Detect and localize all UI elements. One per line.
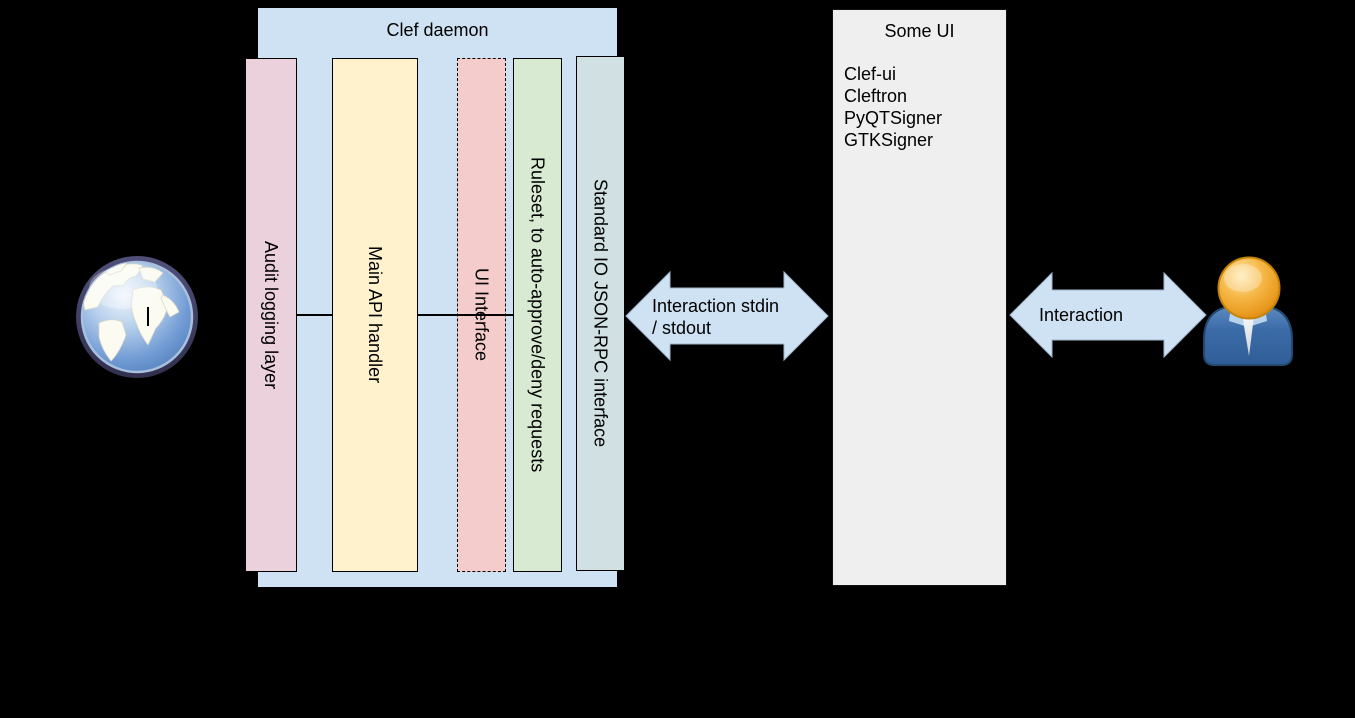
component-label: Main API handler <box>365 246 385 384</box>
stdio-interaction-arrow-label: Interaction stdin / stdout <box>652 295 779 339</box>
list-item: Clef-ui <box>844 64 897 84</box>
person-icon <box>1203 256 1293 366</box>
component-label: Standard IO JSON-RPC interface <box>590 179 611 448</box>
arrow-label-line: Interaction stdin <box>652 296 780 316</box>
some-ui-title: Some UI <box>884 21 955 41</box>
list-item: GTKSigner <box>844 130 934 150</box>
user-interaction-arrow-label: Interaction <box>1039 304 1123 326</box>
globe-tick-mark <box>147 307 149 326</box>
some-ui-list: Clef-ui Cleftron PyQTSigner GTKSigner <box>833 63 1006 151</box>
some-ui-box: Some UI Clef-ui Cleftron PyQTSigner GTKS… <box>832 9 1007 586</box>
list-item: Cleftron <box>844 86 908 106</box>
component-stdio-jsonrpc-interface: Standard IO JSON-RPC interface <box>576 56 625 571</box>
list-item: PyQTSigner <box>844 108 943 128</box>
connector-line-api-to-ruleset <box>417 314 514 316</box>
component-main-api-handler: Main API handler <box>332 58 418 572</box>
component-audit-logging-layer: Audit logging layer <box>245 58 297 572</box>
component-label: Ruleset, to auto-approve/deny requests <box>527 157 548 473</box>
clef-daemon-box: Clef daemon <box>257 7 618 588</box>
component-label: Audit logging layer <box>261 240 281 390</box>
clef-daemon-title: Clef daemon <box>386 20 489 40</box>
component-ruleset: Ruleset, to auto-approve/deny requests <box>513 58 562 572</box>
arrow-label-line: Interaction <box>1039 305 1124 325</box>
globe-icon <box>76 256 198 378</box>
arrow-label-line: / stdout <box>652 318 712 338</box>
connector-line-audit-to-api <box>297 314 333 316</box>
